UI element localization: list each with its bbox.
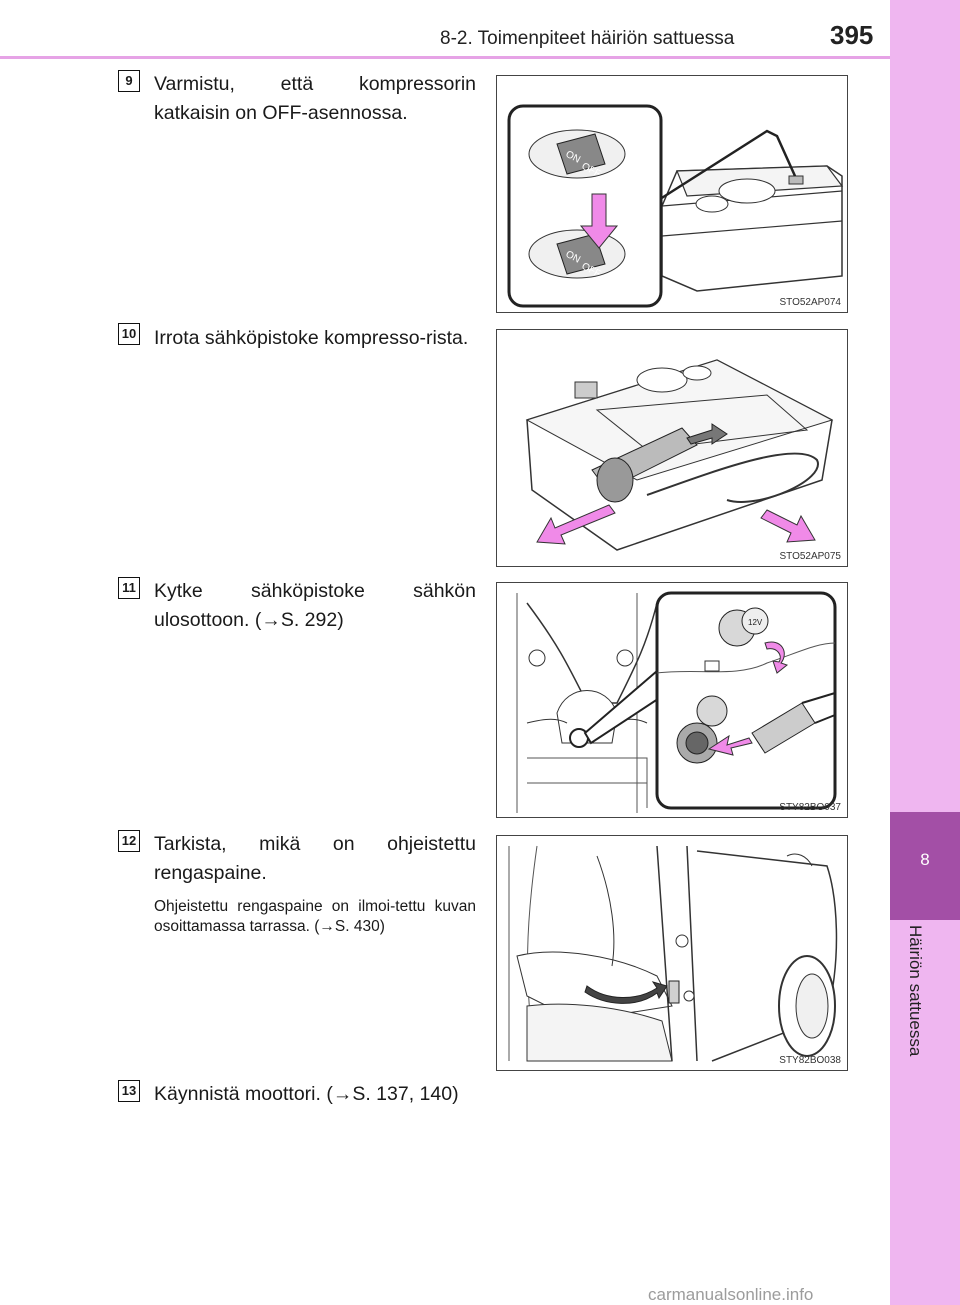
step-number-badge: 12: [118, 830, 140, 852]
outlet-voltage-label: 12V: [748, 618, 763, 627]
header-divider: [0, 56, 890, 59]
figure-code: STY82BO038: [779, 1055, 841, 1066]
step-number-badge: 11: [118, 577, 140, 599]
step-number-badge: 13: [118, 1080, 140, 1102]
step-note: Ohjeistettu rengaspaine on ilmoi-tettu k…: [154, 898, 476, 935]
open-cover-arrow-icon: [764, 641, 789, 674]
pull-right-arrow-icon: [760, 509, 816, 543]
chapter-tab: [890, 812, 960, 920]
figure-compressor-switch: ON OFF ON OFF STO52AP074: [496, 75, 848, 313]
step-instruction: Irrota sähköpistoke kompresso-rista.: [154, 327, 469, 349]
step-number-badge: 9: [118, 70, 140, 92]
compressor-switch-illustration: ON OFF ON OFF: [507, 104, 844, 308]
figure-power-outlet: 12V STY82BO037: [496, 582, 848, 818]
figure-unplug-compressor: STO52AP075: [496, 329, 848, 567]
look-here-arrow-icon: [584, 981, 668, 1004]
figure-code: STY82BO037: [779, 802, 841, 813]
insert-arrow-icon: [707, 734, 753, 756]
watermark: carmanualsonline.info: [648, 1285, 814, 1304]
step-instruction: Tarkista, mikä on ohjeistettu rengaspain…: [154, 833, 476, 884]
power-outlet-illustration: 12V: [516, 591, 837, 813]
step-number-badge: 10: [118, 323, 140, 345]
pull-left-arrow-icon: [536, 504, 616, 545]
step-instruction: Varmistu, että kompressorin katkaisin on…: [154, 73, 476, 124]
section-title: 8-2. Toimenpiteet häiriön sattuessa: [440, 28, 735, 49]
figure-code: STO52AP074: [779, 297, 841, 308]
figure-code: STO52AP075: [779, 551, 841, 562]
figure-tire-pressure-label: STY82BO038: [496, 835, 848, 1071]
chapter-label: Häiriön sattuessa: [906, 925, 925, 1057]
tire-label-illustration: [508, 845, 838, 1062]
chapter-number: 8: [920, 850, 930, 869]
step-instruction: Kytke sähköpistoke sähkön ulosottoon. (→…: [154, 580, 476, 631]
unplug-illustration: [525, 359, 834, 551]
press-arrow-icon: [579, 193, 619, 249]
step-instruction: Käynnistä moottori. (→S. 137, 140): [154, 1083, 459, 1105]
page-number: 395: [830, 20, 874, 50]
side-strip: [890, 0, 960, 1305]
